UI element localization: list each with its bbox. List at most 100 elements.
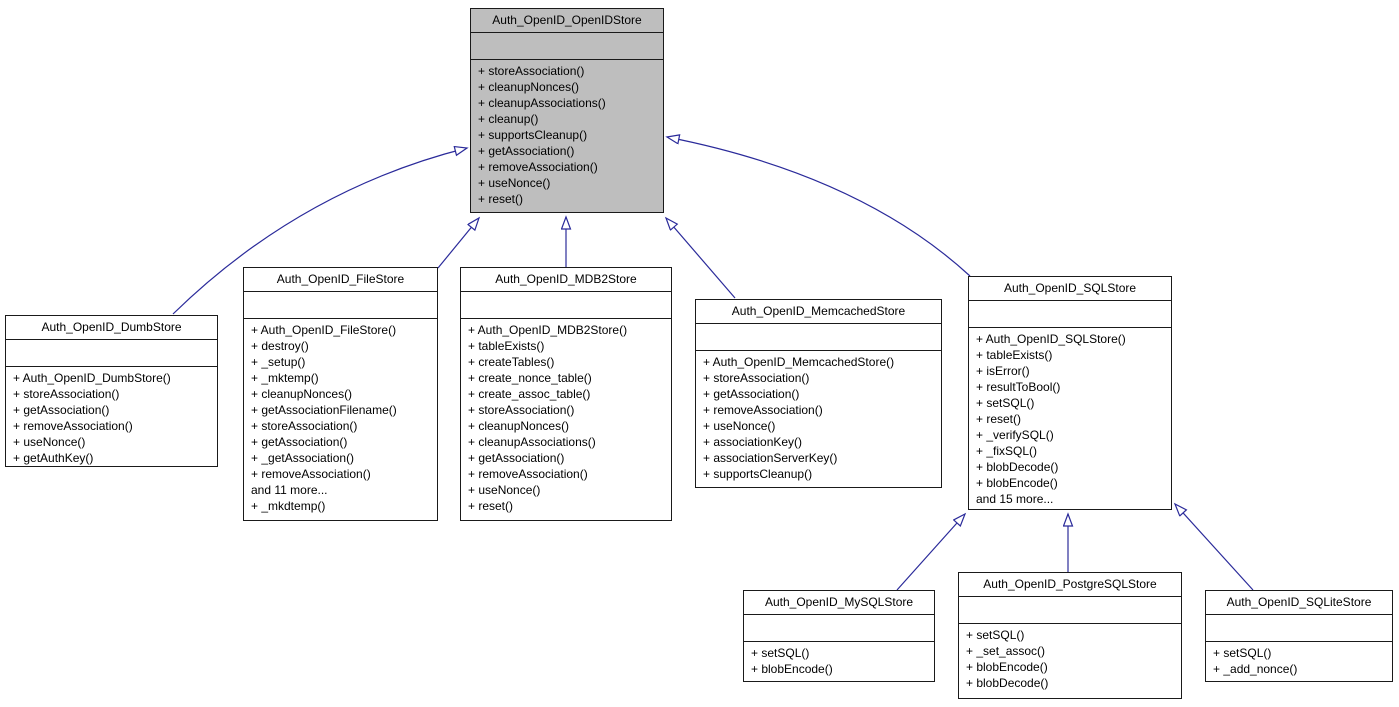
method-item: + setSQL() (1213, 646, 1272, 660)
method-item: + storeAssociation() (468, 403, 575, 417)
method-item: + Auth_OpenID_MemcachedStore() (703, 355, 895, 369)
attributes-compartment (471, 33, 663, 60)
method-item: + blobEncode() (966, 660, 1048, 674)
attributes-compartment (1206, 615, 1392, 642)
method-item: + cleanupAssociations() (468, 435, 596, 449)
attributes-compartment (6, 340, 217, 367)
attributes-compartment (969, 301, 1171, 328)
class-box-mdb2store[interactable]: Auth_OpenID_MDB2Store + Auth_OpenID_MDB2S… (460, 267, 672, 521)
method-item: + blobEncode() (751, 662, 833, 676)
class-title: Auth_OpenID_SQLiteStore (1206, 591, 1392, 615)
class-box-openidstore[interactable]: Auth_OpenID_OpenIDStore + storeAssociatio… (470, 8, 664, 213)
method-item: + blobDecode() (966, 676, 1049, 690)
class-box-mysqlstore[interactable]: Auth_OpenID_MySQLStore + setSQL() + blobEn… (743, 590, 935, 682)
method-item: + reset() (468, 499, 514, 513)
method-list: + setSQL() + _add_nonce() (1206, 642, 1392, 677)
method-item: + getAuthKey() (13, 451, 94, 465)
method-item: + supportsCleanup() (478, 128, 588, 142)
method-item: + storeAssociation() (703, 371, 810, 385)
method-item: + _verifySQL() (976, 428, 1054, 442)
method-item: + _fixSQL() (976, 444, 1038, 458)
method-item: + storeAssociation() (13, 387, 120, 401)
method-item: + Auth_OpenID_MDB2Store() (468, 323, 628, 337)
method-list: + setSQL() + _set_assoc() + blobEncode() + … (959, 624, 1181, 691)
method-item: + useNonce() (478, 176, 551, 190)
method-item: + blobEncode() (976, 476, 1058, 490)
method-item: + getAssociation() (703, 387, 800, 401)
method-item: + cleanupAssociations() (478, 96, 606, 110)
class-title: Auth_OpenID_MySQLStore (744, 591, 934, 615)
method-list: + Auth_OpenID_DumbStore() + storeAssociat… (6, 367, 217, 466)
method-item: and 11 more... (251, 483, 328, 497)
class-box-sqlstore[interactable]: Auth_OpenID_SQLStore+ Auth_OpenID_SQLSto… (968, 276, 1172, 510)
method-item: + destroy() (251, 339, 309, 353)
attributes-compartment (244, 292, 437, 319)
class-title: Auth_OpenID_DumbStore (6, 316, 217, 340)
method-item: + reset() (976, 412, 1022, 426)
class-box-sqlitestore[interactable]: Auth_OpenID_SQLiteStore + setSQL() + _add_… (1205, 590, 1393, 682)
method-item: + storeAssociation() (478, 64, 585, 78)
method-item: + Auth_OpenID_DumbStore() (13, 371, 171, 385)
method-item: + _set_assoc() (966, 644, 1046, 658)
class-title: Auth_OpenID_FileStore (244, 268, 437, 292)
method-item: + getAssociation() (13, 403, 110, 417)
class-title: Auth_OpenID_MDB2Store (461, 268, 671, 292)
method-item: + getAssociation() (478, 144, 575, 158)
method-item: + supportsCleanup() (703, 467, 813, 481)
class-title: Auth_OpenID_PostgreSQLStore (959, 573, 1181, 597)
method-item: + setSQL() (966, 628, 1025, 642)
inheritance-edge-sqlitestore-to-sqlstore (1175, 504, 1254, 591)
class-box-filestore[interactable]: Auth_OpenID_FileStore + Auth_OpenID_FileS… (243, 267, 438, 521)
method-item: + _setup() (251, 355, 306, 369)
method-item: + _add_nonce() (1213, 662, 1298, 676)
class-title: Auth_OpenID_MemcachedStore (696, 300, 941, 324)
method-item: + createTables() (468, 355, 555, 369)
method-list: + Auth_OpenID_MemcachedStore() + storeAss… (696, 351, 941, 482)
inheritance-edge-sqlstore-to-openidstore (667, 137, 971, 277)
method-item: + blobDecode() (976, 460, 1059, 474)
attributes-compartment (461, 292, 671, 319)
class-box-postgresqlstore[interactable]: Auth_OpenID_PostgreSQLStore + setSQL() + _… (958, 572, 1182, 699)
method-item: + removeAssociation() (13, 419, 133, 433)
method-list: + Auth_OpenID_SQLStore() + tableExists() +… (969, 328, 1171, 507)
method-list: + Auth_OpenID_FileStore() + destroy() + _s… (244, 319, 437, 514)
method-item: + removeAssociation() (468, 467, 588, 481)
method-item: + removeAssociation() (251, 467, 371, 481)
method-item: + resultToBool() (976, 380, 1061, 394)
attributes-compartment (744, 615, 934, 642)
method-item: + tableExists() (468, 339, 545, 353)
method-item: + cleanupNonces() (478, 80, 580, 94)
method-item: and 15 more... (976, 492, 1054, 506)
method-item: + Auth_OpenID_FileStore() (251, 323, 397, 337)
class-title: Auth_OpenID_OpenIDStore (471, 9, 663, 33)
method-item: + _mktemp() (251, 371, 319, 385)
inheritance-edge-mysqlstore-to-sqlstore (896, 514, 965, 591)
method-item: + getAssociation() (468, 451, 565, 465)
method-item: + reset() (478, 192, 524, 206)
method-item: + _getAssociation() (251, 451, 355, 465)
method-item: + associationKey() (703, 435, 803, 449)
inheritance-edge-memcachedstore-to-openidstore (666, 218, 736, 299)
method-item: + create_assoc_table() (468, 387, 591, 401)
method-item: + removeAssociation() (703, 403, 823, 417)
class-box-memcachedstore[interactable]: Auth_OpenID_MemcachedStore + Auth_OpenID_… (695, 299, 942, 488)
method-item: + create_nonce_table() (468, 371, 592, 385)
method-item: + removeAssociation() (478, 160, 598, 174)
method-list: + Auth_OpenID_MDB2Store() + tableExists()… (461, 319, 671, 514)
method-item: + useNonce() (703, 419, 776, 433)
method-item: + cleanupNonces() (468, 419, 570, 433)
method-item: + isError() (976, 364, 1030, 378)
method-item: + tableExists() (976, 348, 1053, 362)
method-item: + setSQL() (751, 646, 810, 660)
method-item: + Auth_OpenID_SQLStore() (976, 332, 1126, 346)
method-item: + cleanupNonces() (251, 387, 353, 401)
inheritance-edge-filestore-to-openidstore (437, 218, 479, 269)
method-item: + getAssociationFilename() (251, 403, 397, 417)
method-item: + _mkdtemp() (251, 499, 326, 513)
method-item: + useNonce() (468, 483, 541, 497)
method-item: + associationServerKey() (703, 451, 838, 465)
attributes-compartment (696, 324, 941, 351)
class-box-dumbstore[interactable]: Auth_OpenID_DumbStore + Auth_OpenID_DumbS… (5, 315, 218, 467)
